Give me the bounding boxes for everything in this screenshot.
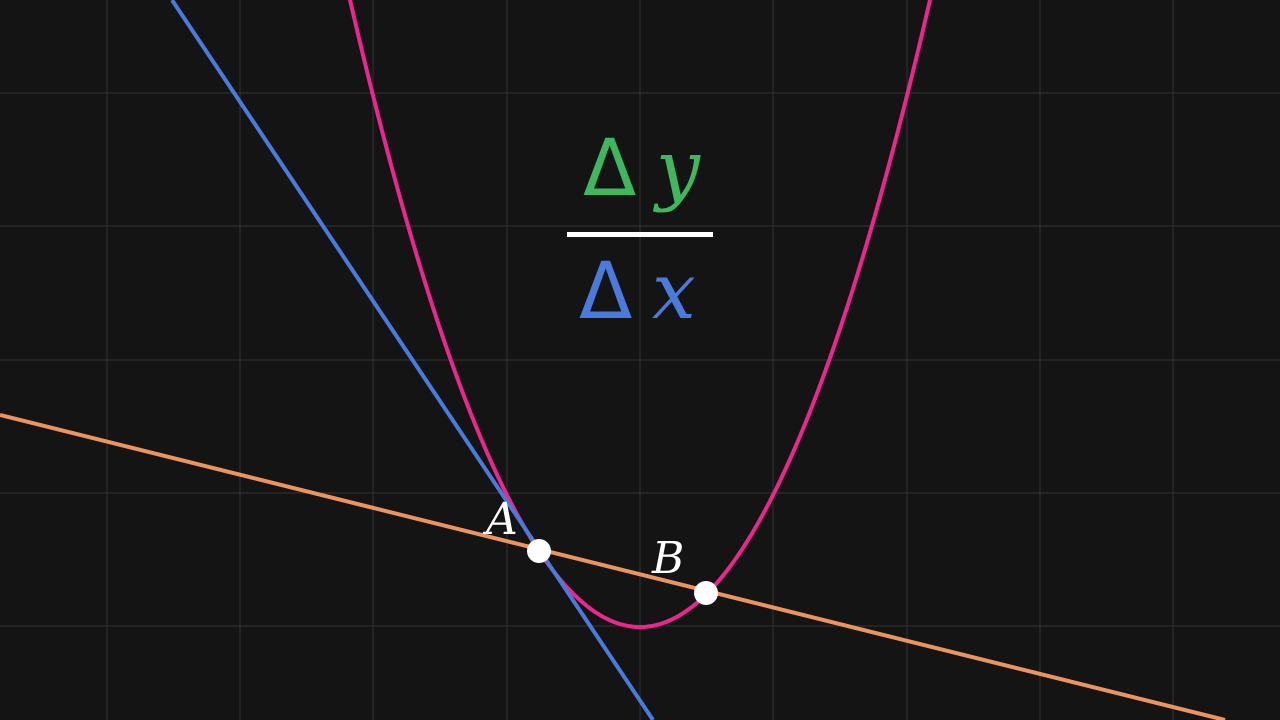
numerator-delta-symbol: Δ [583, 124, 636, 214]
point-b[interactable] [694, 581, 718, 605]
parabola-curve [347, 0, 933, 630]
point-b-label: B [651, 533, 684, 584]
denominator-variable: x [652, 247, 696, 337]
denominator-delta-symbol: Δ [579, 247, 632, 337]
point-a[interactable] [527, 539, 551, 563]
secant-line [0, 413, 1226, 720]
numerator: Δ y [583, 124, 701, 214]
fraction-bar [567, 232, 713, 237]
slope-fraction: Δ y Δ x [567, 124, 713, 337]
tangent-line [170, 0, 655, 720]
point-a-label: A [482, 494, 518, 545]
numerator-variable: y [653, 124, 701, 214]
denominator: Δ x [579, 247, 696, 337]
